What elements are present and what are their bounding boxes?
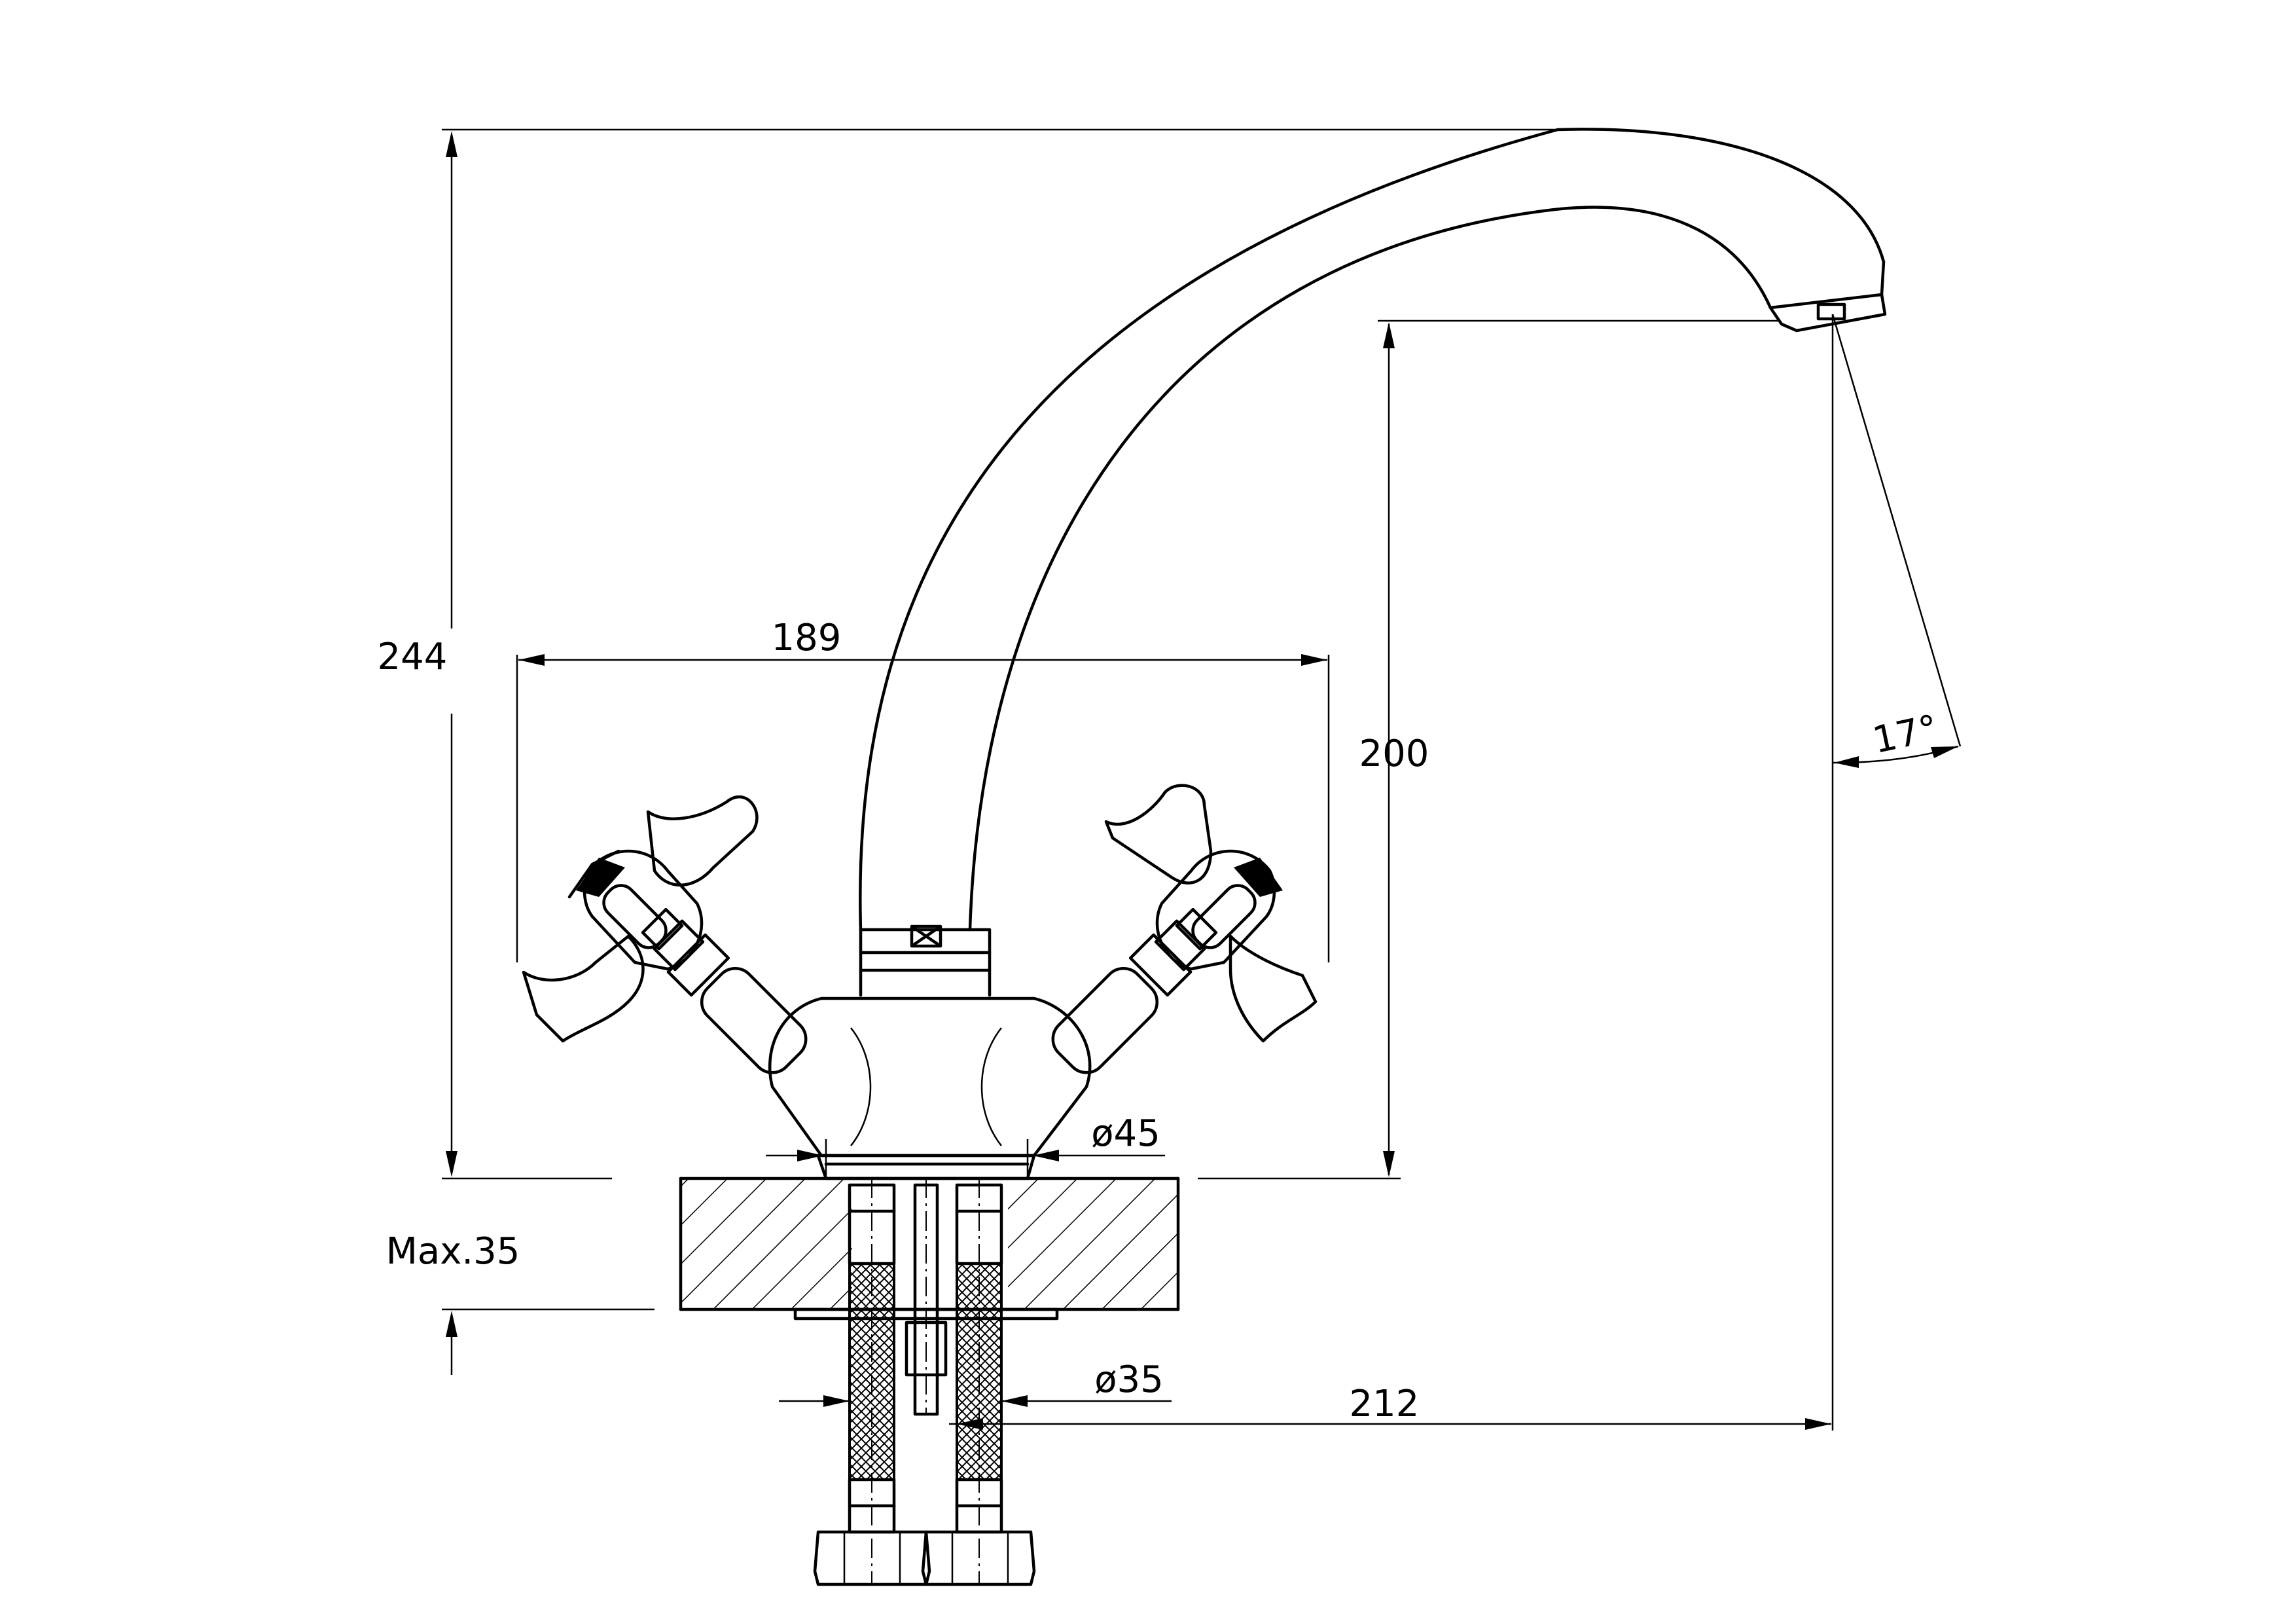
left-handle-lever-lower — [522, 934, 645, 1043]
spout-height-label: 200 — [1359, 733, 1429, 775]
spout-inner-contour — [968, 206, 1772, 932]
hole-diameter-label: ø35 — [1094, 1359, 1164, 1401]
supply-hoses — [813, 1178, 1036, 1586]
base-diameter-label: ø45 — [1091, 1112, 1160, 1155]
handle-span-label: 189 — [772, 617, 842, 659]
spout-reach-label: 212 — [1350, 1383, 1420, 1425]
countertop-section-right — [1008, 1178, 1178, 1309]
dimension-labels: 244 189 200 ø45 Max.35 ø35 212 17° — [378, 617, 1942, 1425]
spout-collar — [859, 928, 992, 972]
dimension-lines — [442, 128, 1962, 1431]
right-hose-nut — [921, 1530, 1036, 1586]
spout-outer-contour — [859, 128, 1886, 932]
countertop-section-left — [681, 1178, 852, 1309]
left-handle-hub — [583, 849, 704, 971]
left-valve-handle — [522, 795, 808, 1074]
overall-height-label: 244 — [378, 636, 448, 678]
spout — [859, 128, 1887, 997]
right-valve-handle — [1051, 784, 1318, 1074]
faucet-body — [768, 996, 1092, 1180]
right-handle-lever-upper — [1104, 784, 1213, 884]
left-handle-lever-upper — [646, 795, 759, 887]
countertop — [679, 1176, 1180, 1321]
max-thickness-label: Max.35 — [386, 1230, 520, 1273]
right-handle-lever-lower — [1229, 934, 1318, 1043]
right-handle-hub — [1155, 849, 1276, 971]
spout-aerator — [1768, 293, 1887, 333]
